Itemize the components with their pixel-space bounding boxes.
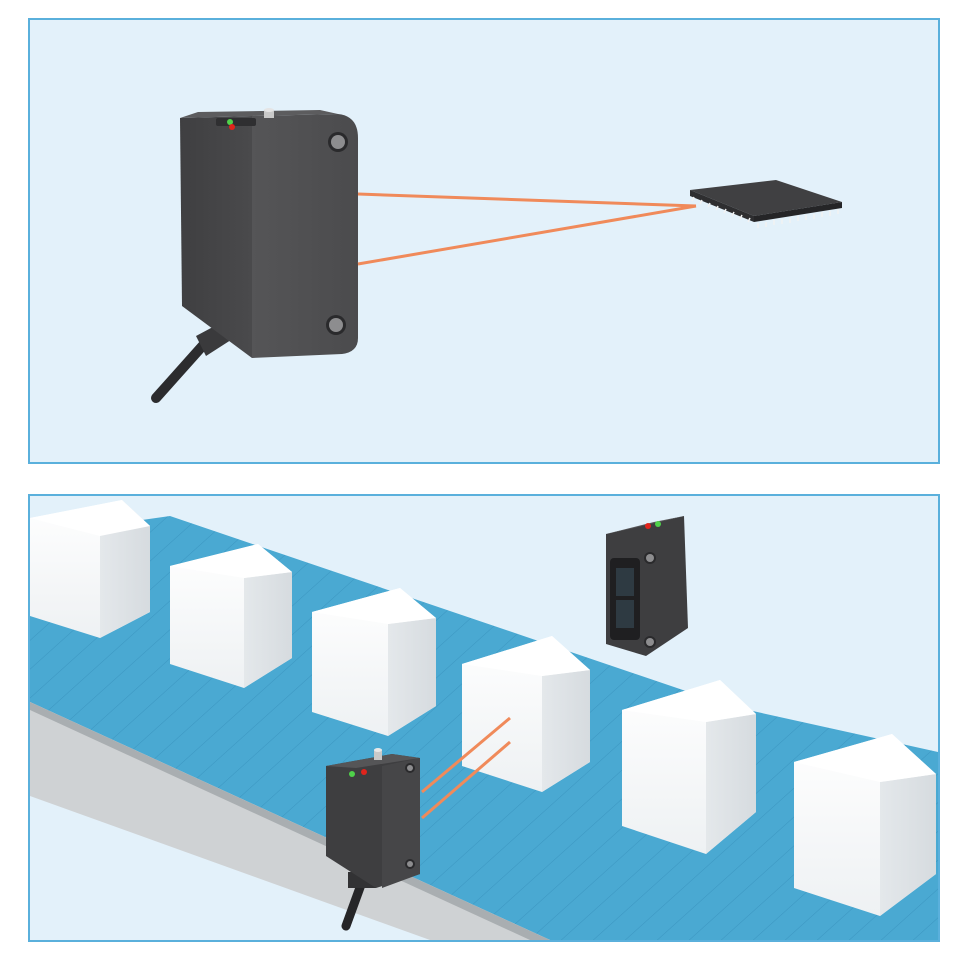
emitter-sensor (326, 748, 420, 931)
receiver-sensor (606, 516, 688, 656)
red-led-icon (229, 124, 235, 130)
adjust-screw-icon (264, 110, 274, 118)
box (622, 680, 756, 854)
box (462, 636, 590, 792)
box (312, 588, 436, 736)
sensor-chip-illustration (151, 108, 842, 403)
conveyor-illustration (30, 500, 938, 940)
box (170, 544, 292, 688)
box (30, 500, 150, 638)
ic-chip (690, 180, 842, 228)
red-led-icon (645, 523, 651, 529)
green-led-icon (227, 119, 233, 125)
conveyor-panel (28, 494, 940, 942)
box (794, 734, 936, 916)
red-led-icon (361, 769, 367, 775)
sensor-chip-panel (28, 18, 940, 464)
sensor-led-panel (216, 118, 256, 126)
green-led-icon (655, 521, 661, 527)
light-beams (357, 192, 697, 266)
photoelectric-sensor (180, 108, 358, 358)
green-led-icon (349, 771, 355, 777)
adjust-screw-icon (374, 750, 382, 760)
sensor-cable (341, 877, 367, 931)
light-beams (421, 716, 511, 820)
